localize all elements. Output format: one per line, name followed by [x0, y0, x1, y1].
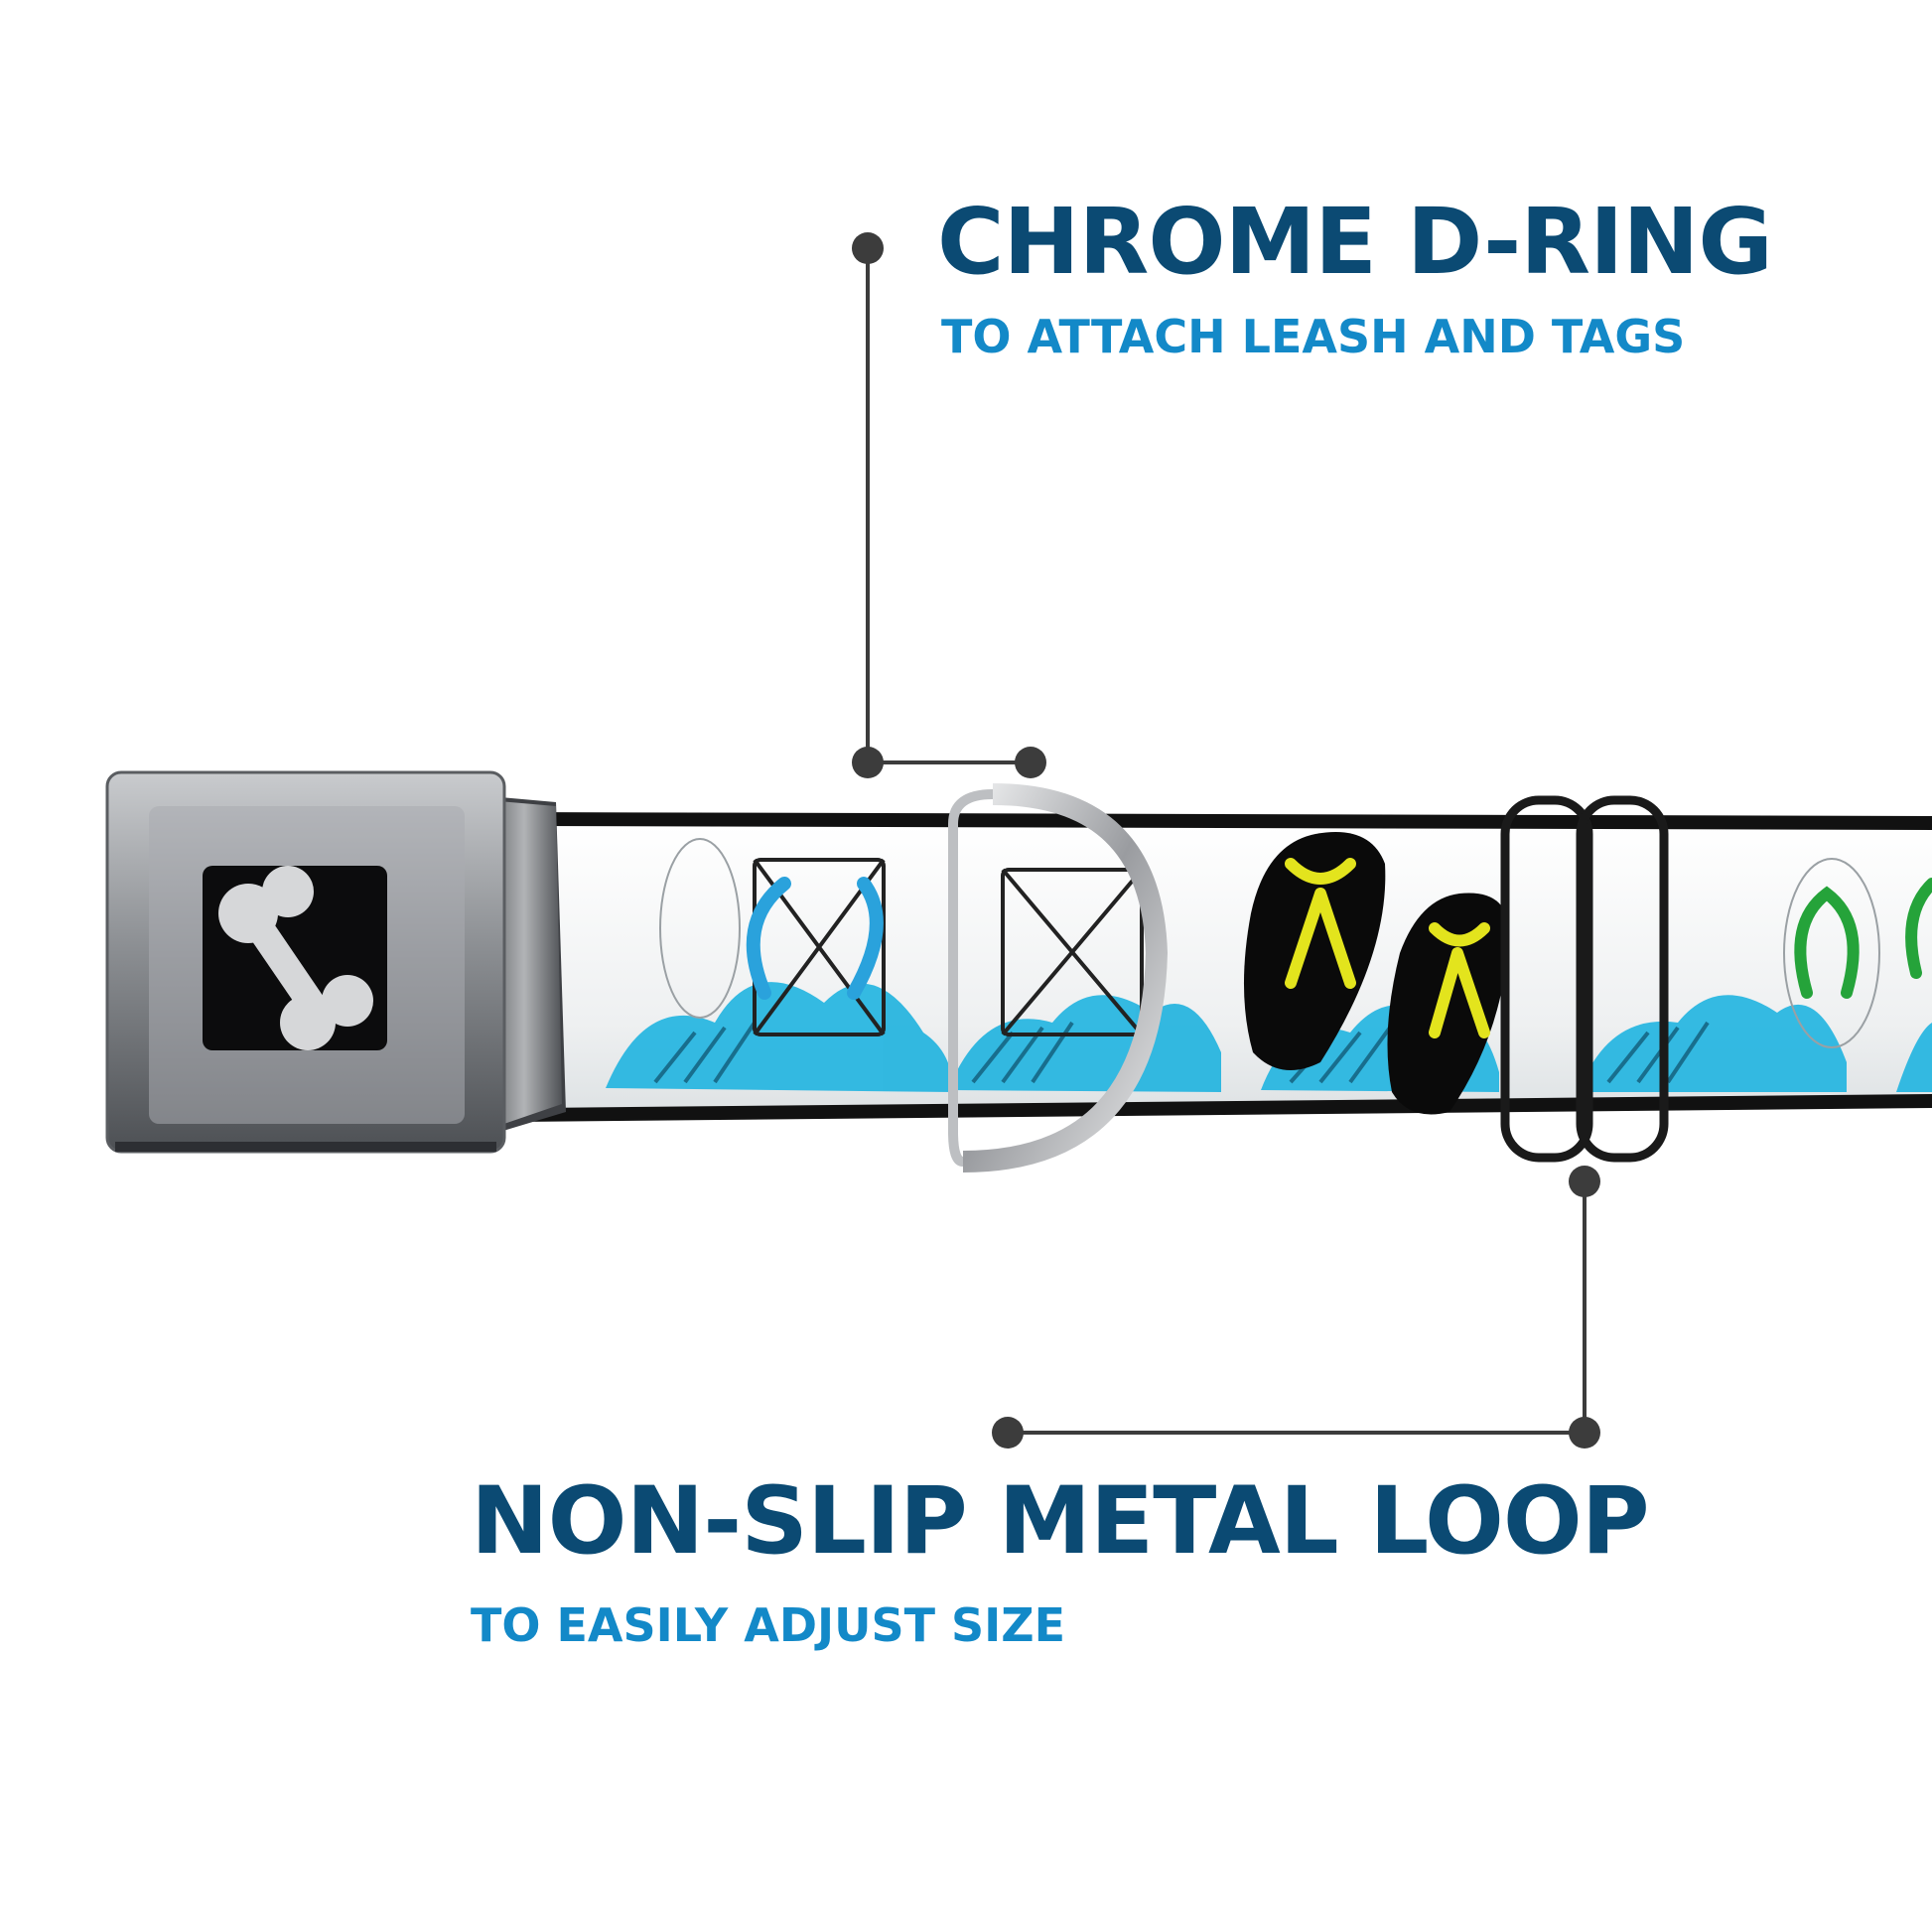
collar-webbing: [516, 812, 1932, 1122]
callout-lines: [852, 232, 1600, 1449]
loop-callout-dot-top: [1569, 1166, 1600, 1197]
flipflop-green-pair: [1794, 878, 1932, 999]
d-ring-callout-dot-end: [1015, 747, 1046, 778]
d-ring-callout-dot-corner: [852, 747, 884, 778]
loop-callout-dot-end: [992, 1417, 1024, 1449]
d-ring-title: CHROME D-RING: [937, 189, 1773, 295]
d-ring-subtitle: TO ATTACH LEASH AND TAGS: [941, 310, 1686, 363]
metal-loop-subtitle: TO EASILY ADJUST SIZE: [471, 1598, 1066, 1652]
seatbelt-buckle: [105, 770, 566, 1154]
flipflop-blue-straps: [746, 877, 884, 1000]
metal-loop-title: NON-SLIP METAL LOOP: [471, 1467, 1650, 1576]
d-ring-callout-dot-top: [852, 232, 884, 264]
flipflop-outline-sketch: [659, 838, 1880, 1048]
chrome-d-ring: [948, 783, 1169, 1173]
bone-icon: [218, 866, 373, 1050]
loop-callout-dot-corner: [1569, 1417, 1600, 1449]
metal-loop: [1500, 795, 1669, 1163]
flipflop-yellow-pair: [1243, 832, 1509, 1115]
